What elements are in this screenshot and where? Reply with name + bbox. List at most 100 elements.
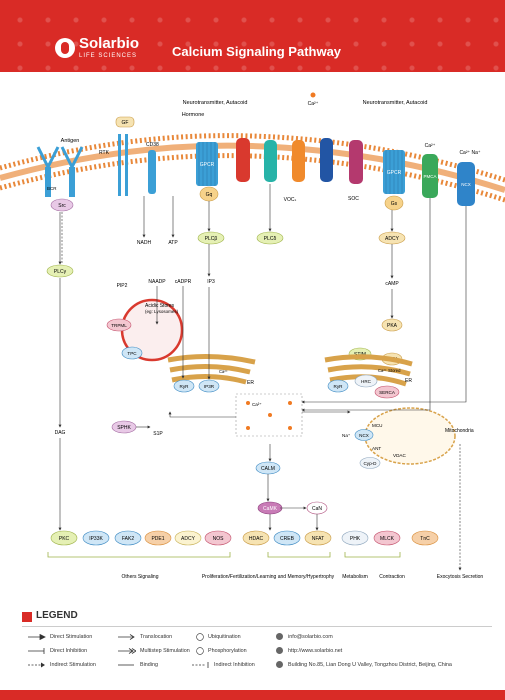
legend-direct-stimulation: Direct Stimulation bbox=[50, 634, 93, 640]
nadh-label: NADH bbox=[137, 240, 152, 246]
channel-vocs-3 bbox=[320, 138, 333, 182]
nos-label: NOS bbox=[213, 536, 225, 542]
legend-direct-inhibition: Direct Inhibition bbox=[50, 648, 88, 654]
tpc-label: TPC bbox=[127, 351, 137, 356]
creb-label: CREB bbox=[280, 536, 295, 542]
trpml-label: TRPML bbox=[111, 323, 127, 328]
gf-node bbox=[115, 116, 135, 128]
serca-node bbox=[374, 385, 400, 399]
acidic-stores-sub-label: (eg: Lysosomes) bbox=[145, 309, 179, 314]
ca-stored-left-label: Ca²⁺ bbox=[219, 369, 228, 374]
legend-panel: LEGEND Direct Stimulation Direct Inhibit… bbox=[0, 602, 505, 700]
output-exocytosis-label: Exocytosis Secretion bbox=[437, 574, 484, 580]
nfat-label: NFAT bbox=[312, 536, 324, 542]
rtk-receptor-b bbox=[125, 134, 128, 196]
ncx-membrane-exchanger bbox=[457, 162, 475, 206]
mitochondria-organelle bbox=[364, 407, 456, 465]
hormone-label: Hormone bbox=[182, 112, 205, 118]
neurotransmitter-right-label: Neurotransmitter, Autacoid bbox=[363, 100, 428, 106]
atp-label: ATP bbox=[168, 240, 178, 246]
legend-translocation: Translocation bbox=[140, 634, 173, 640]
er-left-organelle bbox=[167, 353, 256, 385]
ubiquitination-icon bbox=[196, 633, 204, 641]
serca-label: SERCA bbox=[379, 390, 396, 395]
header-pattern bbox=[0, 0, 505, 72]
legend-binding: Binding bbox=[140, 662, 158, 668]
calcium-pmca-label: Ca²⁺ bbox=[425, 143, 436, 149]
pka-label: PKA bbox=[387, 323, 398, 329]
bcr-label: BCR bbox=[47, 186, 57, 191]
gpcr-right-receptor bbox=[383, 150, 405, 194]
vdac-label: VDAC bbox=[393, 453, 406, 458]
contact-website[interactable]: http://www.solarbio.net bbox=[288, 648, 343, 654]
direct-stimulation-icon bbox=[28, 634, 46, 640]
ip3r-label: IP3R bbox=[204, 384, 215, 389]
phosphorylation-icon bbox=[196, 647, 204, 655]
pkc-label: PKC bbox=[59, 536, 70, 542]
brand-name: Solarbio bbox=[79, 35, 140, 52]
ryr-left-node bbox=[173, 379, 195, 393]
cd38-label: CD38 bbox=[146, 142, 159, 148]
bcr-receptor bbox=[36, 146, 84, 197]
sphk-label: SPHK bbox=[117, 425, 131, 431]
adcy-top-label: ADCY bbox=[385, 236, 400, 242]
cypd-node bbox=[359, 457, 381, 469]
channel-roc-1 bbox=[236, 138, 250, 182]
gs-node bbox=[384, 195, 404, 211]
legend-indirect-stimulation: Indirect Stimulation bbox=[50, 662, 96, 668]
plcg-label: PLCγ bbox=[54, 269, 67, 275]
plcb-node bbox=[197, 231, 225, 245]
channel-vocs-1 bbox=[264, 140, 277, 182]
dag-label: DAG bbox=[55, 430, 66, 436]
mlck-label: MLCK bbox=[380, 536, 395, 542]
brand-subtitle: LIFE SCIENCES bbox=[79, 53, 138, 59]
cadpr-label: cADPR bbox=[175, 279, 192, 285]
neurotransmitter-left-label: Neurotransmitter, Autacoid bbox=[183, 100, 248, 106]
ncx-mito-label: NCX bbox=[359, 433, 369, 438]
pmca-label: PMCA bbox=[423, 174, 436, 179]
calcium-ion-icon bbox=[310, 92, 316, 98]
naadp-label: NAADP bbox=[148, 279, 166, 285]
pool-calcium-label: Ca²⁺ bbox=[252, 402, 262, 407]
legend-divider bbox=[22, 626, 492, 627]
solarbio-logo-icon bbox=[55, 38, 75, 58]
ncx-mito-node bbox=[354, 429, 374, 441]
pathway-arrows bbox=[58, 184, 467, 531]
hdac-label: HDAC bbox=[249, 536, 264, 542]
pde1-label: PDE1 bbox=[151, 536, 164, 542]
soc-label: SOC bbox=[348, 196, 359, 202]
output-contraction-label: Contraction bbox=[379, 574, 405, 580]
output-proliferation-label: Proliferation/Fertilization/Learning and… bbox=[202, 574, 335, 580]
plcb-label: PLCβ bbox=[205, 236, 218, 242]
vocs-label: VOCₛ bbox=[284, 197, 297, 203]
er-left-label: ER bbox=[247, 380, 254, 386]
pip2-label: PIP2 bbox=[117, 283, 128, 289]
calm-label: CALM bbox=[261, 466, 275, 472]
ryr-right-label: RyR bbox=[334, 384, 344, 389]
ryr-left-label: RyR bbox=[180, 384, 190, 389]
plcd-node bbox=[256, 231, 284, 245]
trpml-node bbox=[106, 318, 132, 332]
multistep-icon bbox=[118, 648, 136, 654]
header-banner: Solarbio LIFE SCIENCES Calcium Signaling… bbox=[0, 0, 505, 72]
gpcr-left-label: GPCR bbox=[200, 162, 215, 168]
can-label: CaN bbox=[312, 506, 322, 512]
phk-label: PHK bbox=[350, 536, 361, 542]
legend-ubiquitination: Ubiquitination bbox=[208, 634, 241, 640]
er-right-label: ER bbox=[405, 378, 412, 384]
email-icon bbox=[276, 633, 283, 640]
ip33k-label: IP33K bbox=[89, 536, 103, 542]
legend-indirect-inhibition: Indirect Inhibition bbox=[214, 662, 255, 668]
output-brackets bbox=[47, 552, 401, 558]
calcium-ion-group bbox=[246, 401, 292, 430]
ant-label: ANT bbox=[372, 446, 381, 451]
indirect-inhibition-icon bbox=[192, 662, 209, 668]
mitochondria-label: Mitochondria bbox=[445, 428, 474, 434]
channel-soc bbox=[349, 140, 363, 184]
contact-email[interactable]: info@solarbio.com bbox=[288, 634, 333, 640]
globe-icon bbox=[276, 647, 283, 654]
antigen-label: Antigen bbox=[61, 138, 80, 144]
output-others-label: Others Signaling bbox=[122, 574, 159, 580]
src-label: Src bbox=[58, 203, 66, 209]
src-node bbox=[50, 198, 74, 212]
